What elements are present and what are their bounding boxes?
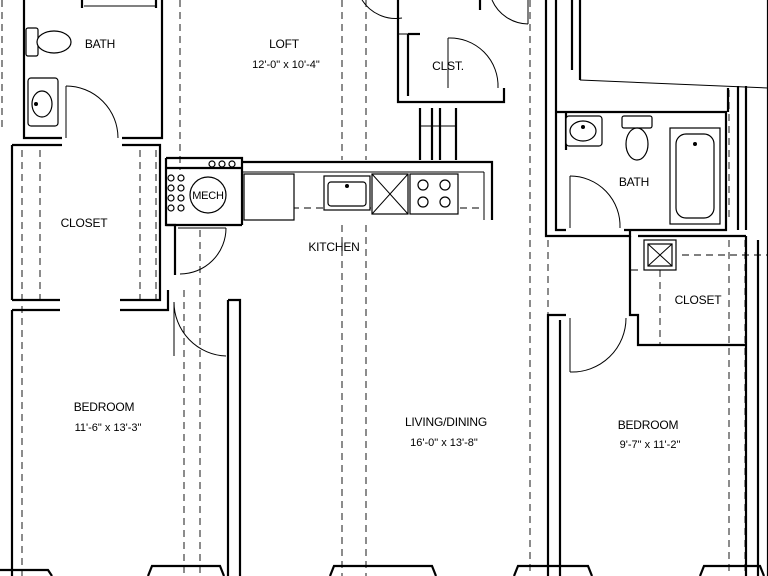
mech-burner-icon [167,160,236,212]
room-label-loft: LOFT [269,37,300,51]
dishwasher-icon [371,173,409,215]
room-label-clst: CLST. [432,59,464,73]
room-label-bedroom: BEDROOM [74,400,135,414]
fixtures [25,27,721,271]
toilet-icon [621,115,653,161]
toilet-icon [25,27,72,57]
refrigerator-icon [243,173,295,221]
room-label-kitchen: KITCHEN [308,240,359,254]
room-dimensions-living-dining: 16'-0" x 13'-8" [410,437,478,449]
room-dimensions-loft: 12'-0" x 10'-4" [252,59,320,71]
range-icon [409,173,459,215]
room-dimensions-bedroom: 9'-7" x 11'-2" [620,439,681,451]
room-label-bath: BATH [85,37,115,51]
doors [65,0,638,373]
bathtub-icon [669,127,721,225]
room-label-bath: BATH [619,175,649,189]
room-dimensions-bedroom: 11'-6" x 13'-3" [75,422,142,434]
hvac-box-icon [643,239,677,271]
room-label-closet: CLOSET [61,216,109,230]
room-labels: BATH LOFT 12'-0" x 10'-4" CLST. MECH CLO… [61,37,723,451]
kitchen-sink-icon [323,175,371,211]
sink-icon [27,77,59,127]
room-label-living-dining: LIVING/DINING [405,415,487,429]
sink-icon [565,115,603,147]
walls [10,0,768,576]
windows-bottom [0,564,766,576]
room-label-bedroom: BEDROOM [618,418,679,432]
water-heater-icon [189,176,227,214]
room-label-mech: MECH [192,190,224,202]
room-label-closet: CLOSET [675,293,723,307]
